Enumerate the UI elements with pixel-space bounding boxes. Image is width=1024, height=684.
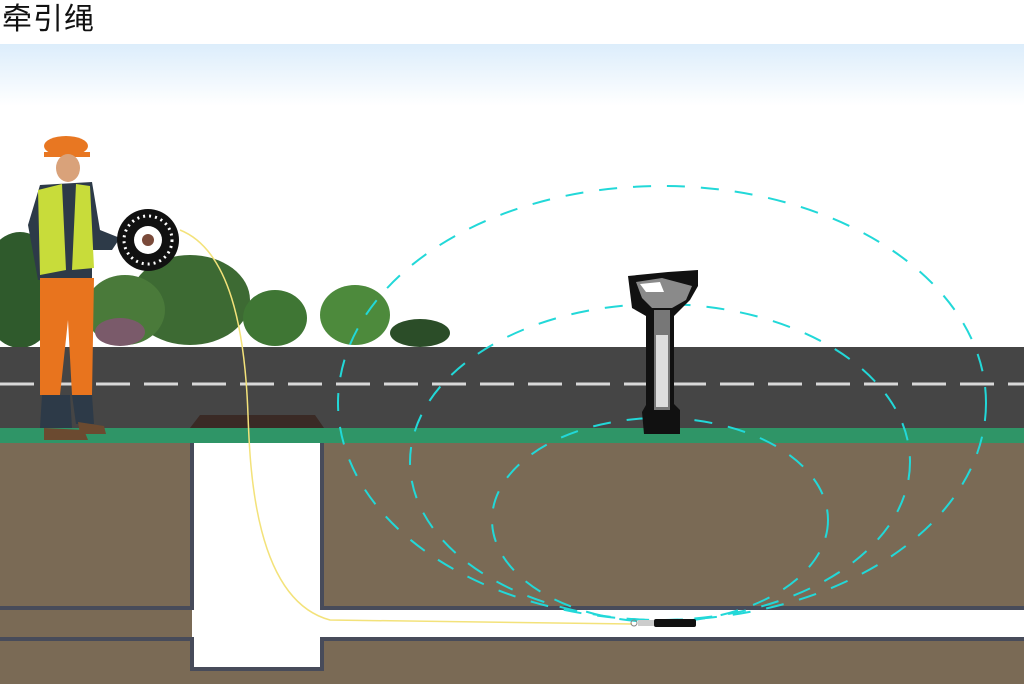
locator-receiver: [628, 270, 698, 434]
soil: [0, 443, 1024, 684]
sky-band: [0, 44, 1024, 106]
cable-reel: [117, 209, 179, 271]
pit-and-pipe: [0, 415, 1024, 671]
sonde-transmitter: [630, 619, 696, 627]
page-title: 牵引绳: [2, 2, 95, 37]
road: [0, 347, 1024, 429]
grass-strip: [0, 428, 1024, 443]
worker-figure: [28, 136, 120, 440]
traction-rope: [179, 229, 633, 625]
